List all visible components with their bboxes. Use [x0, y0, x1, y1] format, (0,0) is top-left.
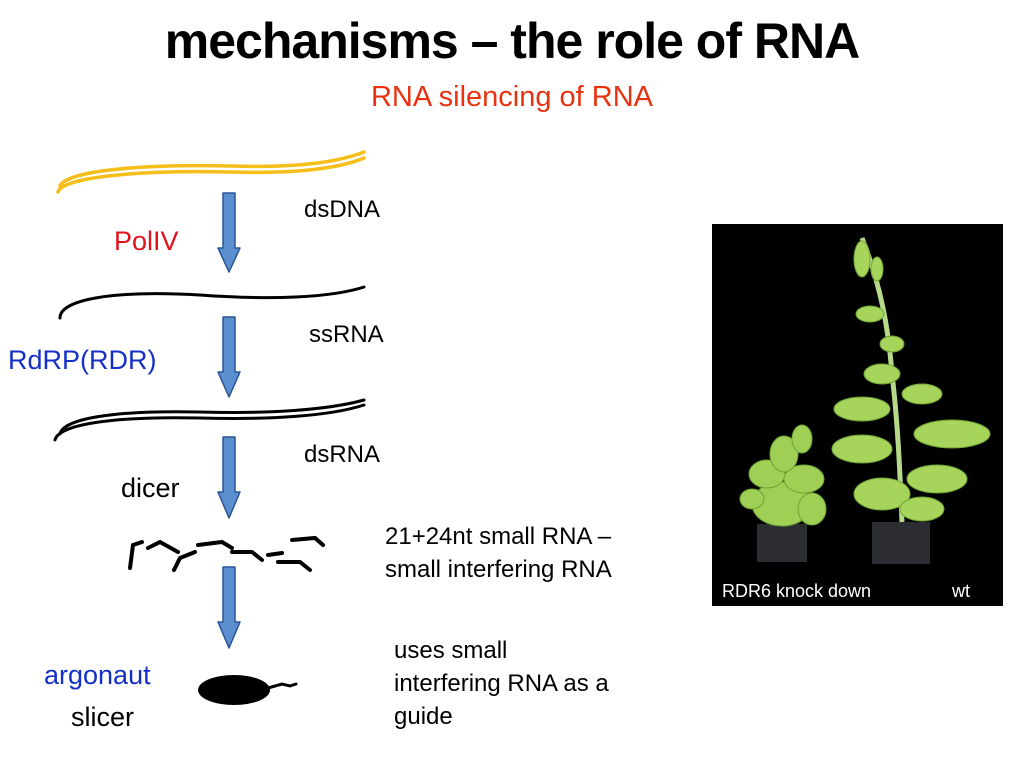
down-arrow-icon	[217, 436, 241, 519]
dsdna-strand	[56, 150, 366, 194]
slide-subtitle: RNA silencing of RNA	[370, 81, 654, 113]
enzyme-label-dicer: dicer	[121, 473, 180, 503]
molecule-label-dsdna: dsDNA	[304, 196, 381, 223]
small-rna-description: 21+24nt small RNA – small interfering RN…	[385, 520, 612, 586]
guide-line: interfering RNA as a	[394, 670, 609, 697]
molecule-label-ssrna: ssRNA	[309, 321, 384, 348]
plant-illustration	[739, 237, 991, 564]
guide-line: guide	[394, 703, 453, 730]
photo-caption-wt: wt	[952, 581, 970, 601]
photo-caption-knockdown: RDR6 knock down	[722, 581, 872, 601]
down-arrow-icon	[217, 316, 241, 398]
enzyme-label-rdrp: RdRP(RDR)	[8, 345, 157, 375]
slide-title: mechanisms – the role of RNA	[164, 13, 860, 69]
small-rna-line: 21+24nt small RNA –	[385, 523, 612, 550]
effector-name: argonaut	[44, 660, 151, 690]
guide-description: uses small interfering RNA as a guide	[394, 634, 609, 733]
plant-photo: RDR6 knock down wt	[712, 224, 1003, 606]
ssrna-strand	[58, 285, 366, 320]
effector-function: slicer	[71, 702, 135, 732]
small-rna-fragments	[128, 535, 325, 572]
down-arrow-icon	[217, 192, 241, 273]
small-rna-line: small interfering RNA	[385, 556, 612, 583]
guide-line: uses small	[394, 637, 508, 664]
dsrna-strand	[53, 398, 366, 442]
argonaut-protein-icon	[198, 675, 298, 705]
enzyme-label-poliv: PolIV	[114, 226, 179, 256]
down-arrow-icon	[217, 566, 241, 649]
molecule-label-dsrna: dsRNA	[304, 441, 381, 468]
